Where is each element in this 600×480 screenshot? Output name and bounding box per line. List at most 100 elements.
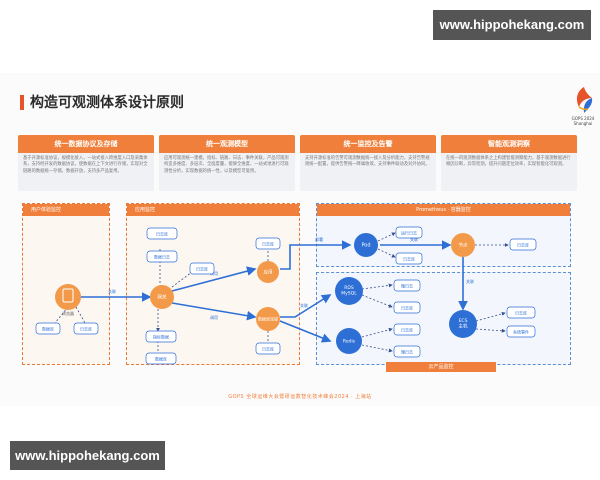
title-accent-bar (20, 95, 24, 110)
node-portal: 网关 (150, 285, 174, 309)
edge-label-e5: 关联 (410, 236, 418, 242)
edge-label-e7: 关联 (466, 278, 474, 284)
watermark-bottom[interactable]: www.hippohekang.com (10, 441, 165, 470)
diagram-canvas: 关联 调用 调用 部署 关联 关联 关联 浏览器 数据库 日志库 (35, 226, 537, 365)
card-observe-model: 统一观测模型 应用可观测统一建模，指标、链路、日志、事件关联，产品可观测构造多维… (159, 135, 295, 191)
node-service-a: 应用 (257, 261, 279, 283)
node-label: 应用 (264, 269, 273, 276)
edge-label-e3: 调用 (210, 314, 218, 320)
edge-label-e1: 关联 (108, 288, 116, 294)
box-service-b-store: 日志库 (255, 342, 281, 355)
box-label: 日志库 (401, 327, 413, 333)
node-redis: Redis (336, 328, 362, 354)
node-browser: 浏览器 (55, 284, 81, 316)
dashed-links (54, 232, 509, 353)
card-body: 应用可观测统一建模，指标、链路、日志、事件关联，产品可观测构造多维度、多层次、全… (164, 156, 289, 174)
box-label: 日志库 (517, 242, 529, 248)
edge-service-a-pod (280, 240, 352, 270)
gops-logo-icon (576, 87, 593, 113)
node-label: 浏览器 (62, 310, 74, 316)
box-label: 慢日志 (401, 349, 413, 355)
watermark-top[interactable]: www.hippohekang.com (433, 10, 591, 40)
box-pod-store: 日志库 (395, 252, 423, 265)
box-pod-log: 运行日志 (395, 226, 423, 239)
panel-title: Prometheus · 容器监控 (317, 204, 570, 216)
card-insight: 智能观测洞察 在统一的观测数据体系之上构建智能洞察能力，基于观测数据进行根因诊断… (441, 135, 577, 191)
box-label: 日志库 (401, 305, 413, 311)
box-label: 日志库 (515, 310, 527, 316)
box-trace-db: 日志库 (146, 227, 178, 240)
box-label: 日志库 (156, 231, 168, 237)
edge-portal-service-b (171, 302, 257, 321)
node-label: 节点 (459, 243, 468, 249)
card-title: 统一数据协议及存储 (18, 135, 154, 153)
edge-service-b-rds (280, 294, 332, 318)
box-label: 日志库 (262, 346, 274, 352)
card-title: 统一观测模型 (159, 135, 295, 153)
phone-icon (62, 288, 74, 303)
slide: 构造可观测体系设计原则 GOPS 2024 Shanghai 统一数据协议及存储… (0, 73, 600, 406)
card-title: 统一监控及告警 (300, 135, 436, 153)
box-service-a-store: 日志库 (255, 237, 281, 250)
box-store-db: 数据库 (145, 352, 177, 365)
box-label: 日志库 (196, 266, 208, 272)
logo-text: GOPS 2024 Shanghai (568, 116, 598, 126)
logo-line1: GOPS 2024 (571, 116, 595, 121)
box-label: 数据库 (42, 326, 54, 332)
panel-title: 用户体验监控 (23, 204, 109, 216)
edge-labels: 关联 调用 调用 部署 关联 关联 关联 (108, 236, 474, 320)
panel-prometheus: Prometheus · 容器监控 (316, 203, 571, 267)
box-label: 数据日志 (154, 254, 170, 260)
box-redis-store: 慢日志 (393, 345, 421, 358)
card-body: 基于开源标准协议，规模化接入，一站式接入跨维度入口及采集体系，支持经开发的数据协… (23, 156, 148, 174)
slide-footer: GOPS 全球运维大会暨研运数智化技术峰会2024 · 上海站 (228, 394, 372, 400)
node-label: Pod (361, 243, 370, 249)
box-user-db: 数据库 (35, 322, 61, 335)
box-user-store: 日志库 (73, 322, 99, 335)
box-label: 日志库 (80, 326, 92, 332)
edge-portal-service-a (171, 266, 257, 292)
box-label: 慢日志 (401, 283, 413, 289)
box-label: 日志库 (403, 256, 415, 262)
logo-line2: Shanghai (573, 121, 593, 126)
card-data-protocol: 统一数据协议及存储 基于开源标准协议，规模化接入，一站式接入跨维度入口及采集体系… (18, 135, 154, 191)
node-label: Redis (343, 339, 356, 345)
node-node: 节点 (451, 233, 475, 257)
box-label: 运行日志 (401, 230, 417, 236)
card-body: 在统一的观测数据体系之上构建智能洞察能力，基于观测数据进行根因诊断，异常检测，提… (446, 156, 571, 168)
card-body: 支持开源标准的告警可观测数据统一接入及分析能力，支持告警规则统一配置，提供告警统… (305, 156, 430, 168)
box-label: 数据库 (155, 356, 167, 362)
node-service-b: 数据库连接 (256, 307, 280, 331)
box-ecs-sys: 系统事件 (506, 325, 536, 338)
box-trace-log: 数据日志 (146, 250, 178, 263)
box-app-store: 日志库 (189, 262, 215, 275)
card-monitor-alert: 统一监控及告警 支持开源标准的告警可观测数据统一接入及分析能力，支持告警规则统一… (300, 135, 436, 191)
box-label: 日志库 (262, 241, 274, 247)
card-title: 智能观测洞察 (441, 135, 577, 153)
node-label: 数据库连接 (258, 316, 278, 322)
box-ecs-store: 日志库 (506, 306, 536, 319)
box-rds-store: 日志库 (393, 301, 421, 314)
edge-label-e6: 关联 (300, 302, 308, 308)
edge-label-e2: 调用 (210, 270, 218, 276)
box-redis-log: 日志库 (393, 323, 421, 336)
panel-user-monitor: 用户体验监控 (22, 203, 110, 365)
panel-cloud-title: 云产品监控 (386, 362, 496, 372)
box-rds-log: 慢日志 (393, 279, 421, 292)
edge-service-b-redis (279, 320, 332, 343)
box-label: 系统事件 (513, 329, 529, 335)
panel-title: 应用监控 (127, 204, 299, 216)
box-node-store: 日志库 (509, 238, 537, 251)
node-label: 网关 (158, 294, 167, 301)
node-pod: Pod (354, 233, 378, 257)
box-metrics: 指标数据 (145, 330, 177, 343)
page-title: 构造可观测体系设计原则 (30, 95, 184, 111)
edge-label-e4: 部署 (315, 236, 323, 242)
box-label: 指标数据 (153, 334, 169, 340)
edges (80, 240, 468, 343)
